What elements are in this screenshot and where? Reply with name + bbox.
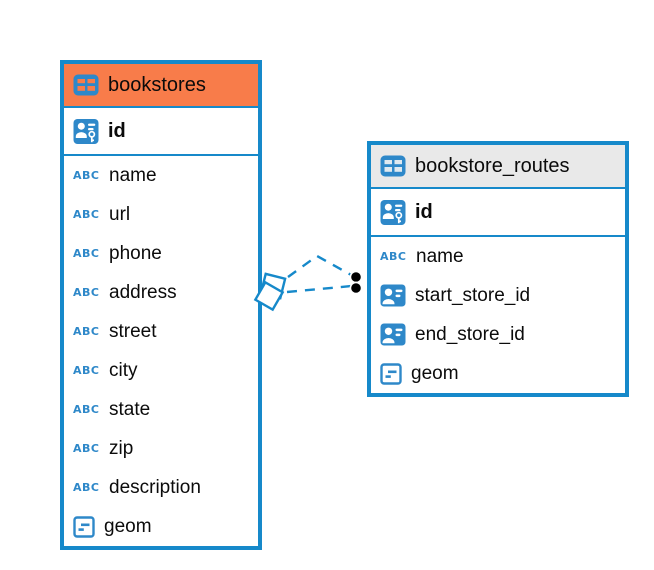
relationship-line-start-store[interactable] — [287, 254, 354, 278]
relationship-target-dot[interactable] — [349, 281, 363, 295]
table-title: bookstore_routes — [415, 154, 570, 177]
text-icon: ABC — [73, 247, 100, 260]
text-icon: ABC — [73, 169, 100, 182]
geometry-icon — [380, 362, 402, 385]
column-row[interactable]: ABC city — [64, 351, 258, 390]
column-name: name — [416, 245, 464, 267]
relationship-source-anchor[interactable] — [253, 280, 285, 312]
column-name: start_store_id — [415, 284, 531, 306]
column-row[interactable]: ABC street — [64, 312, 258, 351]
column-name: id — [415, 200, 433, 223]
table-icon — [73, 74, 99, 96]
geometry-icon — [73, 515, 95, 538]
person-key-icon — [380, 199, 406, 225]
text-icon: ABC — [73, 325, 100, 338]
table-bookstore-routes-header[interactable]: bookstore_routes — [371, 145, 625, 187]
text-icon: ABC — [380, 250, 407, 263]
column-name: id — [108, 119, 126, 142]
column-row[interactable]: geom — [371, 354, 625, 393]
pk-divider — [64, 154, 258, 156]
text-icon: ABC — [73, 286, 100, 299]
header-divider — [64, 106, 258, 108]
column-name: zip — [109, 437, 134, 459]
text-icon: ABC — [73, 403, 100, 416]
header-divider — [371, 187, 625, 189]
table-icon — [380, 155, 406, 177]
column-row[interactable]: end_store_id — [371, 315, 625, 354]
text-icon: ABC — [73, 208, 100, 221]
person-key-icon — [73, 118, 99, 144]
column-name: street — [109, 320, 157, 342]
column-row-pk[interactable]: id — [371, 189, 625, 235]
column-name: state — [109, 398, 151, 420]
column-row[interactable]: start_store_id — [371, 276, 625, 315]
table-bookstores-header[interactable]: bookstores — [64, 64, 258, 106]
column-row-pk[interactable]: id — [64, 108, 258, 154]
text-icon: ABC — [73, 442, 100, 455]
table-bookstore-routes[interactable]: bookstore_routes id ABC name — [367, 141, 629, 397]
person-ref-icon — [380, 284, 406, 307]
table-title: bookstores — [108, 73, 206, 96]
column-row[interactable]: ABC name — [371, 237, 625, 276]
relationship-target-dot[interactable] — [349, 270, 363, 284]
column-name: url — [109, 203, 131, 225]
text-icon: ABC — [73, 481, 100, 494]
column-row[interactable]: ABC phone — [64, 234, 258, 273]
column-name: description — [109, 476, 201, 498]
column-row[interactable]: ABC zip — [64, 429, 258, 468]
table-bookstores[interactable]: bookstores id ABC name ABC url — [60, 60, 262, 550]
relationship-line-end-store[interactable] — [286, 284, 353, 294]
text-icon: ABC — [73, 364, 100, 377]
column-row[interactable]: ABC state — [64, 390, 258, 429]
column-row[interactable]: ABC name — [64, 156, 258, 195]
column-name: geom — [104, 515, 152, 537]
column-name: end_store_id — [415, 323, 525, 345]
column-row[interactable]: geom — [64, 507, 258, 546]
column-name: name — [109, 164, 157, 186]
column-name: city — [109, 359, 138, 381]
pk-divider — [371, 235, 625, 237]
column-name: address — [109, 281, 177, 303]
column-name: phone — [109, 242, 162, 264]
column-row[interactable]: ABC url — [64, 195, 258, 234]
column-row[interactable]: ABC address — [64, 273, 258, 312]
column-name: geom — [411, 362, 459, 384]
person-ref-icon — [380, 323, 406, 346]
column-row[interactable]: ABC description — [64, 468, 258, 507]
